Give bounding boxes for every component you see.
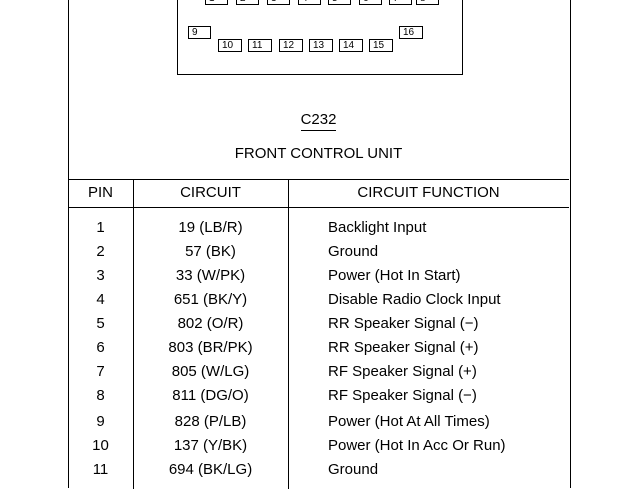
connector-pin: 15 bbox=[369, 39, 393, 52]
pin-cell: 1 bbox=[96, 219, 105, 236]
connector-pin: 5 bbox=[328, 0, 351, 5]
connector-pin: 16 bbox=[399, 26, 423, 39]
pin-cell: 11 bbox=[92, 461, 109, 478]
circuit-cell: 651 (BK/Y) bbox=[173, 291, 248, 308]
page-frame bbox=[68, 0, 571, 488]
table-row: 9 828 (P/LB) Power (Hot At All Times) bbox=[68, 413, 569, 437]
connector-diagram: 1 2 3 4 5 6 7 8 9 10 11 12 13 14 15 16 bbox=[177, 0, 463, 75]
connector-pin: 6 bbox=[359, 0, 382, 5]
pin-cell: 3 bbox=[96, 267, 105, 284]
connector-pin: 13 bbox=[309, 39, 333, 52]
connector-subtitle: FRONT CONTROL UNIT bbox=[234, 145, 403, 162]
circuit-cell: 19 (LB/R) bbox=[178, 219, 243, 236]
pin-cell: 4 bbox=[96, 291, 105, 308]
table-row: 6 803 (BR/PK) RR Speaker Signal (+) bbox=[68, 339, 569, 363]
connector-id: C232 bbox=[300, 111, 337, 131]
connector-pin: 11 bbox=[248, 39, 272, 52]
table-row: 3 33 (W/PK) Power (Hot In Start) bbox=[68, 267, 569, 291]
header-circuit: CIRCUIT bbox=[180, 184, 241, 201]
function-cell: Backlight Input bbox=[328, 219, 427, 236]
pin-cell: 2 bbox=[96, 243, 105, 260]
circuit-cell: 828 (P/LB) bbox=[174, 413, 247, 430]
connector-pin: 7 bbox=[389, 0, 412, 5]
table-row: 8 811 (DG/O) RF Speaker Signal (−) bbox=[68, 387, 569, 411]
function-cell: Ground bbox=[328, 243, 379, 260]
circuit-cell: 805 (W/LG) bbox=[171, 363, 250, 380]
table-row: 10 137 (Y/BK) Power (Hot In Acc Or Run) bbox=[68, 437, 569, 461]
connector-pin: 10 bbox=[218, 39, 242, 52]
function-cell: RF Speaker Signal (−) bbox=[328, 387, 477, 404]
pin-cell: 10 bbox=[92, 437, 109, 454]
table-row: 2 57 (BK) Ground bbox=[68, 243, 569, 267]
table-column-divider bbox=[133, 179, 134, 489]
connector-pin: 9 bbox=[188, 26, 211, 39]
connector-pin: 14 bbox=[339, 39, 363, 52]
connector-pin: 3 bbox=[267, 0, 290, 5]
connector-pin: 12 bbox=[279, 39, 303, 52]
circuit-cell: 137 (Y/BK) bbox=[173, 437, 248, 454]
function-cell: Disable Radio Clock Input bbox=[328, 291, 501, 308]
pin-cell: 9 bbox=[96, 413, 105, 430]
connector-title: C232 bbox=[68, 111, 569, 131]
table-row: 5 802 (O/R) RR Speaker Signal (−) bbox=[68, 315, 569, 339]
circuit-cell: 57 (BK) bbox=[185, 243, 236, 260]
circuit-cell: 33 (W/PK) bbox=[175, 267, 246, 284]
connector-pin: 2 bbox=[236, 0, 259, 5]
header-circuit-function: CIRCUIT FUNCTION bbox=[357, 184, 500, 201]
function-cell: Power (Hot In Start) bbox=[328, 267, 461, 284]
circuit-cell: 811 (DG/O) bbox=[172, 387, 249, 404]
table-row: 1 19 (LB/R) Backlight Input bbox=[68, 219, 569, 243]
function-cell: RR Speaker Signal (+) bbox=[328, 339, 479, 356]
circuit-cell: 802 (O/R) bbox=[177, 315, 244, 332]
connector-pin: 4 bbox=[298, 0, 321, 5]
pin-cell: 6 bbox=[96, 339, 105, 356]
table-row: 11 694 (BK/LG) Ground bbox=[68, 461, 569, 485]
function-cell: RR Speaker Signal (−) bbox=[328, 315, 479, 332]
function-cell: RF Speaker Signal (+) bbox=[328, 363, 477, 380]
table-row: 7 805 (W/LG) RF Speaker Signal (+) bbox=[68, 363, 569, 387]
connector-pin: 8 bbox=[416, 0, 439, 5]
function-cell: Ground bbox=[328, 461, 379, 478]
pin-cell: 7 bbox=[96, 363, 105, 380]
header-pin: PIN bbox=[87, 184, 113, 201]
connector-pin: 1 bbox=[205, 0, 228, 5]
function-cell: Power (Hot In Acc Or Run) bbox=[328, 437, 506, 454]
circuit-cell: 694 (BK/LG) bbox=[168, 461, 253, 478]
table-column-divider bbox=[288, 179, 289, 489]
function-cell: Power (Hot At All Times) bbox=[328, 413, 490, 430]
pin-cell: 8 bbox=[96, 387, 105, 404]
pin-cell: 5 bbox=[96, 315, 105, 332]
table-top-rule bbox=[68, 179, 569, 180]
circuit-cell: 803 (BR/PK) bbox=[168, 339, 253, 356]
table-row: 4 651 (BK/Y) Disable Radio Clock Input bbox=[68, 291, 569, 315]
table-header-rule bbox=[68, 207, 569, 208]
